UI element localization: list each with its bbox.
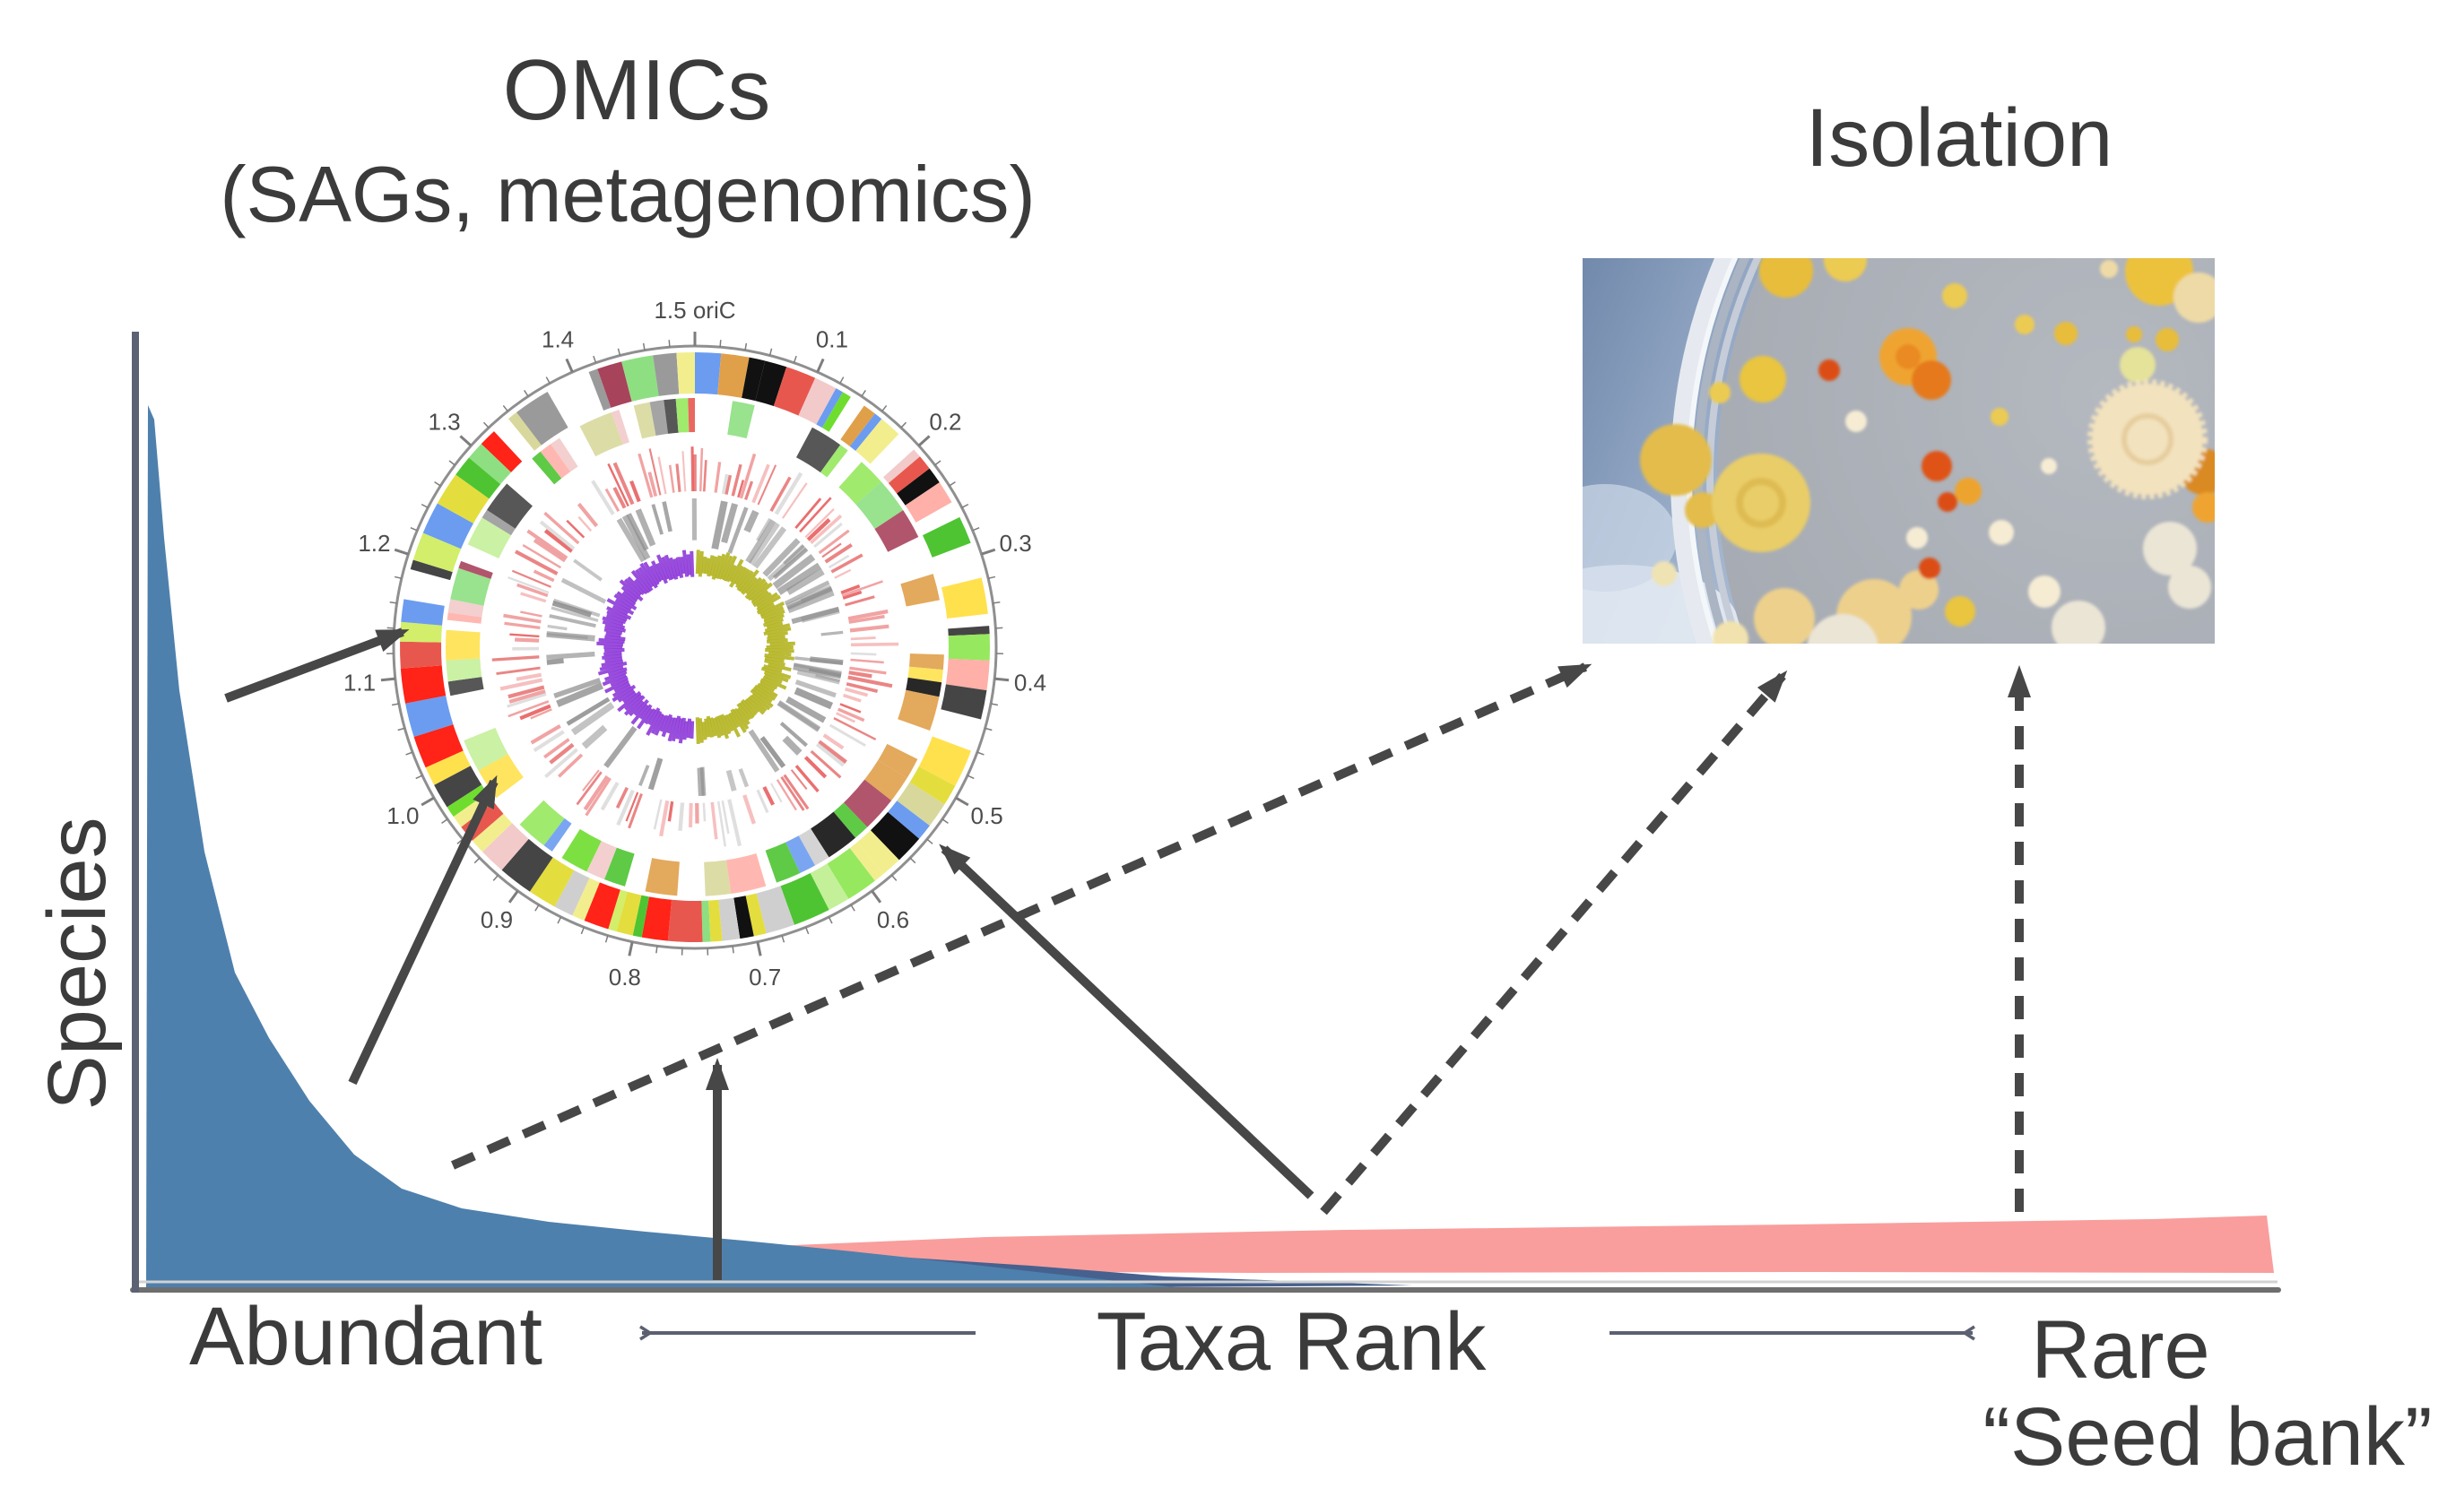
arrow-abundant-peak-to-circos	[224, 627, 410, 703]
arrow-abundant-to-isolation	[450, 662, 1592, 1170]
circos-scale-label: 1.0	[386, 802, 419, 829]
bacterial-colony	[1652, 561, 1677, 586]
circos-scale-label: 1.3	[428, 408, 460, 435]
fringed-colony	[2087, 379, 2208, 499]
isolation-title: Isolation	[1806, 92, 2113, 184]
annotation-arrows	[224, 627, 2031, 1333]
rare-taxa-band	[731, 1216, 2274, 1273]
circos-scale-label: 0.8	[609, 964, 641, 991]
circos-scale-label: 0.9	[481, 906, 513, 933]
y-axis-label: Species	[31, 817, 123, 1110]
bacterial-colony	[2028, 575, 2061, 608]
petri-dish-art	[1583, 258, 2215, 644]
bacterial-colony	[1912, 360, 1951, 400]
circos-scale-label: 0.5	[971, 802, 1003, 829]
bacterial-colony	[2100, 260, 2118, 278]
circos-scale-label: 0.2	[929, 408, 961, 435]
omics-title: OMICs	[503, 42, 771, 138]
bacterial-colony	[1740, 356, 1786, 402]
bacterial-colony	[1824, 258, 1867, 281]
circos-genome-plot: 1.5 oriC 0.1 0.2 0.3 0.4 0.5 0.6 0.7 0.8 0.9 1.0 1.…	[343, 297, 1046, 991]
arrow-abundant-mid-to-circos	[348, 774, 499, 1086]
x-axis-label-seed-bank: “Seed bank”	[1982, 1391, 2432, 1483]
bacterial-colony	[2054, 322, 2078, 345]
bacterial-colony	[1845, 411, 1867, 432]
bacterial-colony	[1754, 588, 1815, 644]
bacterial-colony	[2192, 492, 2215, 523]
x-axis-label-abundant: Abundant	[189, 1291, 542, 1382]
bacterial-colony	[1713, 621, 1748, 644]
bacterial-colony	[2143, 522, 2197, 575]
bacterial-colony	[1955, 478, 1982, 505]
bacterial-colony	[1906, 527, 1928, 549]
circos-scale-label: 0.7	[749, 964, 781, 991]
circos-scale-label: 0.6	[877, 906, 909, 933]
circos-scale-label: 1.4	[542, 326, 574, 353]
bacterial-colony	[1945, 596, 1975, 627]
rank-abundance-curves	[146, 405, 2274, 1289]
bacterial-colony	[2168, 566, 2211, 609]
circos-scale-label: 0.1	[816, 326, 848, 353]
bacterial-colony	[1899, 570, 1939, 610]
bacterial-colony	[2041, 458, 2057, 474]
x-axis-label-rare: Rare	[2031, 1304, 2209, 1396]
bacterial-colony	[2052, 601, 2105, 644]
bacterial-colony	[1709, 382, 1731, 403]
bacterial-colony	[1938, 492, 1957, 512]
circos-scale-label: 0.4	[1014, 669, 1046, 696]
petri-dish-photo	[1583, 258, 2215, 644]
bacterial-colony	[1818, 359, 1840, 381]
bacterial-colony	[2126, 326, 2142, 342]
bacterial-colony	[1991, 408, 2009, 426]
bacterial-colony	[1922, 451, 1952, 481]
bacterial-colony	[2173, 273, 2215, 323]
bacterial-colony	[2015, 315, 2035, 334]
bacterial-colony	[1759, 258, 1813, 298]
bacterial-colony	[2120, 347, 2156, 383]
circos-scale-label: 1.1	[343, 669, 376, 696]
bacterial-colony	[1685, 492, 1721, 528]
bacterial-colony	[1640, 424, 1712, 496]
bacterial-colony	[2156, 328, 2179, 351]
bacterial-colony	[1807, 614, 1878, 644]
abundant-taxa-curve	[146, 405, 1184, 1289]
arrow-rare-start-to-circos	[939, 844, 1314, 1199]
arrow-rare-mid-to-isolation	[1320, 670, 1788, 1216]
circos-scale-label: 0.3	[1000, 530, 1032, 557]
bacterial-colony	[1712, 454, 1810, 552]
bacterial-colony	[1942, 283, 1967, 308]
circos-scale-label: 1.2	[358, 530, 390, 557]
bacterial-colony	[1919, 558, 1940, 579]
bacterial-colony	[1989, 520, 2014, 545]
circos-scale-label: 1.5 oriC	[654, 297, 735, 324]
omics-subtitle: (SAGs, metagenomics)	[220, 150, 1036, 238]
x-axis-label-taxa-rank: Taxa Rank	[1097, 1296, 1488, 1388]
